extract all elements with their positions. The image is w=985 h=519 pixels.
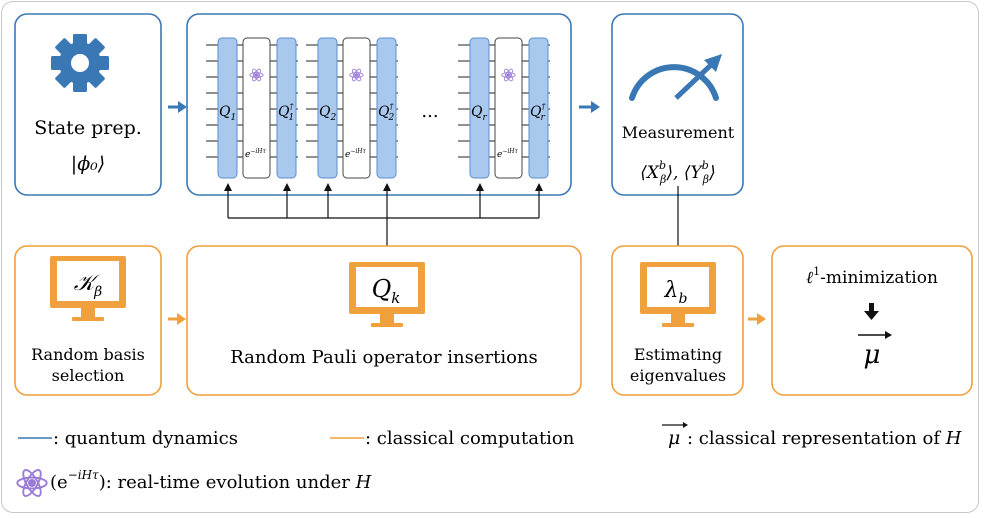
pauli-gate — [317, 37, 338, 179]
pauli-connector — [227, 191, 540, 262]
circuit-ellipsis: ... — [421, 101, 438, 122]
minimization-title: ℓ1-minimization — [806, 265, 938, 288]
legend-quantum-text: : quantum dynamics — [53, 428, 238, 449]
pauli-gate — [469, 37, 490, 179]
evolution-gate-label: e−iHτ — [245, 148, 267, 160]
legend-evolution-text: (e−iHτ): real-time evolution under H — [50, 468, 372, 493]
pauli-dagger-label: Q†1 — [278, 102, 294, 123]
pauli-dagger-gate — [528, 37, 549, 179]
gauge-icon — [629, 54, 722, 101]
atom-icon — [16, 466, 48, 500]
figure-frame — [1, 1, 979, 513]
arrow-circuit-measurement — [579, 101, 600, 113]
quantum-circuit: Q1 e−iHτ Q†1 Q2 e−iHτ Q†2 Qr e−iHτ Q†r — [206, 37, 550, 179]
eigenvalues-box: λb Estimating eigenvalues — [611, 245, 744, 396]
arrow-eigenvalues-minimization — [748, 313, 766, 325]
evolution-gate — [342, 37, 371, 179]
down-arrow-icon — [864, 303, 879, 320]
pauli-dagger-gate — [276, 37, 297, 179]
legend: : quantum dynamics : classical computati… — [16, 422, 962, 500]
evolution-gate-label: e−iHτ — [497, 148, 519, 160]
pauli-gate-label: Q2 — [319, 104, 336, 123]
circuit-block: Q2 e−iHτ Q†2 — [306, 37, 398, 179]
pauli-dagger-label: Q†r — [530, 102, 546, 123]
pauli-gate-label: Qr — [471, 104, 487, 123]
random-basis-label-2: selection — [52, 366, 125, 385]
pauli-dagger-gate — [376, 37, 397, 179]
eigenvalues-label-1: Estimating — [634, 345, 722, 364]
vector-arrow-icon — [858, 331, 892, 339]
pauli-screen-symbol: Qk — [372, 275, 401, 307]
legend-mu-symbol: μ — [668, 427, 680, 449]
state-prep-box: State prep. |ϕ₀⟩ — [14, 13, 162, 196]
arrow-basis-pauli — [168, 313, 186, 325]
legend-mu-text: : classical representation of H — [687, 428, 962, 449]
pauli-gate — [217, 37, 238, 179]
legend-vector-arrow-icon — [662, 422, 688, 428]
measurement-label: Measurement — [622, 123, 735, 142]
eigenvalues-screen-symbol: λb — [664, 278, 688, 307]
minimization-box: ℓ1-minimization μ — [771, 245, 973, 396]
circuit-block: Q1 e−iHτ Q†1 — [206, 37, 298, 179]
circuit-block: Qr e−iHτ Q†r — [458, 37, 550, 179]
evolution-gate — [494, 37, 523, 179]
evolution-gate — [242, 37, 271, 179]
pauli-insertions-box: Qk Random Pauli operator insertions — [186, 245, 582, 396]
pauli-dagger-label: Q†2 — [378, 102, 394, 123]
pauli-connector-arrowheads — [224, 183, 543, 191]
pauli-insertions-label: Random Pauli operator insertions — [230, 347, 538, 368]
evolution-gate-label: e−iHτ — [345, 148, 367, 160]
state-prep-label: State prep. — [34, 117, 142, 139]
arrow-stateprep-circuit — [168, 101, 187, 113]
random-basis-box: 𝒦β Random basis selection — [14, 245, 162, 396]
state-prep-ket: |ϕ₀⟩ — [71, 153, 105, 175]
pauli-gate-label: Q1 — [219, 104, 236, 123]
random-basis-label-1: Random basis — [31, 345, 145, 364]
gear-icon — [51, 34, 109, 92]
circuit-box: Q1 e−iHτ Q†1 Q2 e−iHτ Q†2 Qr e−iHτ Q†r ... — [186, 13, 572, 196]
legend-classical-text: : classical computation — [365, 428, 575, 449]
eigenvalues-label-2: eigenvalues — [630, 366, 726, 385]
minimization-result: μ — [864, 340, 881, 370]
